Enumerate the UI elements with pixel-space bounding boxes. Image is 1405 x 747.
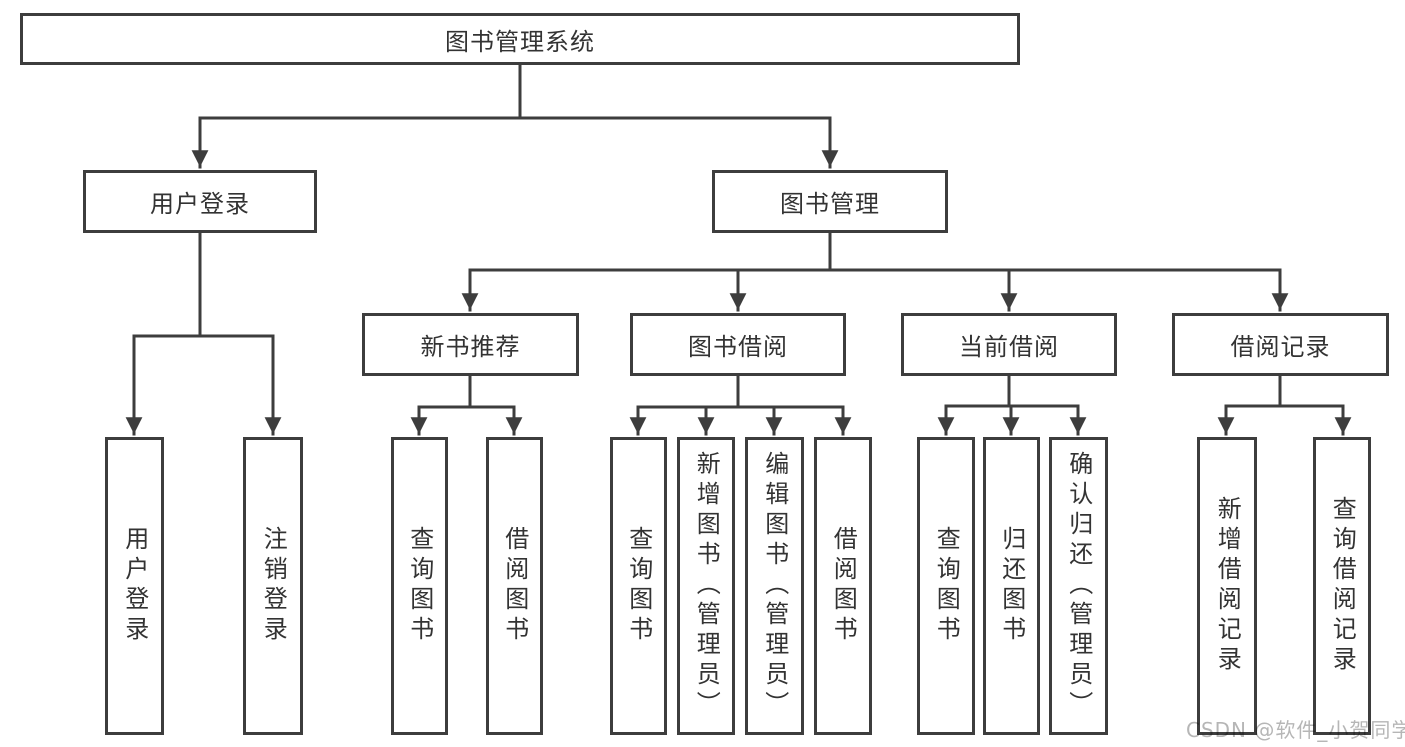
node-book-management: 图书管理 <box>712 170 948 233</box>
csdn-watermark: CSDN @软件_小贺同学 <box>1186 718 1405 742</box>
leaf-label: 用户登录 <box>120 526 149 646</box>
leaf-label: 新增借阅记录 <box>1213 496 1242 676</box>
node-new-book-recommend: 新书推荐 <box>362 313 579 376</box>
leaf-query-books-2: 查询图书 <box>610 437 667 735</box>
leaf-query-books-1: 查询图书 <box>391 437 448 735</box>
leaf-label: 新增图书（管理员） <box>692 451 721 721</box>
leaf-label: 查询借阅记录 <box>1328 496 1357 676</box>
leaf-label: 归还图书 <box>997 526 1026 646</box>
leaf-query-borrow-record: 查询借阅记录 <box>1313 437 1371 735</box>
leaf-label: 借阅图书 <box>500 526 529 646</box>
node-library-management-system: 图书管理系统 <box>20 13 1020 65</box>
leaf-confirm-return-admin: 确认归还（管理员） <box>1049 437 1108 735</box>
leaf-label: 编辑图书（管理员） <box>760 451 789 721</box>
leaf-user-login: 用户登录 <box>105 437 164 735</box>
leaf-label: 注销登录 <box>259 526 288 646</box>
leaf-label: 借阅图书 <box>829 526 858 646</box>
leaf-add-borrow-record: 新增借阅记录 <box>1197 437 1257 735</box>
leaf-label: 查询图书 <box>405 526 434 646</box>
node-current-borrow: 当前借阅 <box>901 313 1117 376</box>
node-user-login: 用户登录 <box>83 170 317 233</box>
node-borrow-record: 借阅记录 <box>1172 313 1389 376</box>
leaf-borrow-books-1: 借阅图书 <box>486 437 543 735</box>
leaf-logout: 注销登录 <box>243 437 303 735</box>
leaf-return-book: 归还图书 <box>983 437 1040 735</box>
leaf-edit-book-admin: 编辑图书（管理员） <box>745 437 804 735</box>
leaf-label: 查询图书 <box>624 526 653 646</box>
leaf-add-book-admin: 新增图书（管理员） <box>677 437 735 735</box>
leaf-label: 确认归还（管理员） <box>1064 451 1093 721</box>
leaf-query-books-3: 查询图书 <box>917 437 975 735</box>
leaf-label: 查询图书 <box>932 526 961 646</box>
leaf-borrow-books-2: 借阅图书 <box>814 437 872 735</box>
node-book-borrow: 图书借阅 <box>630 313 846 376</box>
